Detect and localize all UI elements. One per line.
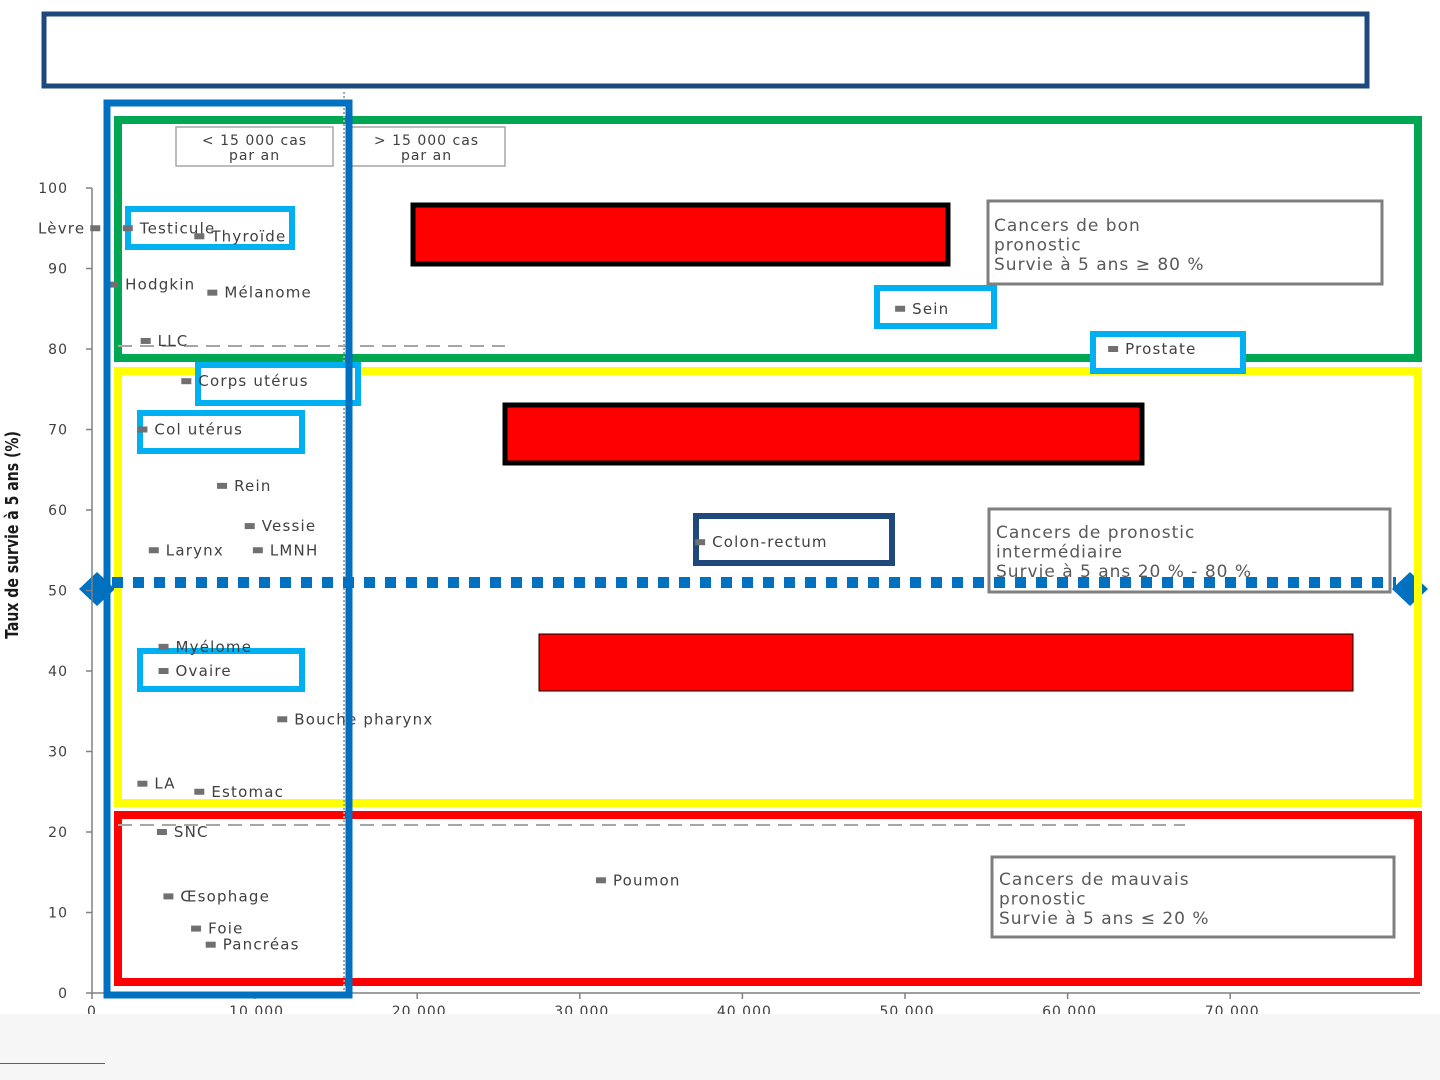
redacted-block-poor — [538, 633, 1354, 692]
y-tick-label: 10 — [48, 906, 68, 922]
data-point-testicule — [122, 225, 133, 232]
data-point-foie — [191, 925, 202, 932]
data-label-rein: Rein — [234, 477, 271, 495]
y-tick-label: 70 — [48, 423, 68, 439]
data-label-levre: Lèvre — [38, 219, 85, 237]
data-point-hodgkin — [108, 281, 119, 288]
data-point-la — [137, 780, 148, 787]
zone-legend-text-mauvais-line: Cancers de mauvais — [999, 870, 1190, 890]
data-point-levre — [90, 225, 101, 232]
zone-legend-text-intermediaire-line: intermédiaire — [996, 543, 1123, 563]
right-diamond-marker — [1392, 572, 1428, 606]
data-label-lmnh: LMNH — [270, 541, 319, 559]
y-tick-label: 40 — [48, 664, 68, 680]
zone-legend-box-mauvais — [990, 855, 1396, 939]
data-point-myelome — [158, 643, 169, 650]
threshold-label-line: < 15 000 cas — [202, 133, 307, 149]
y-tick-label: 20 — [48, 825, 68, 841]
title-frame — [41, 11, 1370, 89]
data-label-foie: Foie — [208, 920, 243, 938]
y-tick-label: 0 — [58, 986, 68, 1002]
data-point-col-uterus — [137, 426, 148, 433]
data-label-prostate: Prostate — [1125, 340, 1196, 358]
data-label-larynx: Larynx — [166, 541, 224, 559]
highlight-frame-prostate — [1090, 331, 1246, 374]
threshold-label-box-left — [175, 126, 334, 167]
data-label-bouche-pharynx: Bouche pharynx — [294, 710, 433, 728]
data-label-llc: LLC — [158, 332, 189, 350]
data-label-melanome: Mélanome — [224, 284, 312, 302]
data-label-myelome: Myélome — [176, 638, 253, 656]
data-label-estomac: Estomac — [211, 783, 284, 801]
data-label-poumon: Poumon — [613, 871, 681, 889]
y-tick-label: 60 — [48, 503, 68, 519]
data-label-testicule: Testicule — [139, 219, 216, 237]
footer-link-underline — [0, 1063, 105, 1064]
data-label-col-uterus: Col utérus — [154, 421, 243, 439]
highlight-frame-testicule — [125, 206, 295, 250]
data-point-larynx — [148, 547, 159, 554]
zone-legend-text-mauvais-line: Survie à 5 ans ≤ 20 % — [999, 909, 1210, 929]
data-point-bouche-pharynx — [277, 716, 288, 723]
data-label-vessie: Vessie — [262, 517, 317, 535]
zone-legend-text-mauvais-line: pronostic — [999, 890, 1087, 910]
data-point-thyroide — [194, 233, 205, 240]
data-point-ovaire — [158, 668, 169, 674]
data-point-prostate — [1108, 346, 1119, 352]
data-point-lmnh — [252, 547, 263, 554]
data-label-hodgkin: Hodgkin — [125, 276, 195, 294]
data-label-ovaire: Ovaire — [176, 662, 232, 680]
data-point-llc — [140, 337, 151, 344]
data-point-sein — [895, 305, 906, 312]
x-tick-label: 0 — [87, 1004, 97, 1020]
threshold-label-line: > 15 000 cas — [374, 133, 479, 149]
data-point-estomac — [194, 788, 205, 795]
data-point-vessie — [244, 523, 255, 530]
data-point-melanome — [207, 289, 218, 296]
y-axis-label: Taux de survie à 5 ans (%) — [1, 431, 22, 639]
threshold-label-line: par an — [229, 148, 280, 164]
zone-legend-text-bon-line: Cancers de bon — [994, 216, 1141, 236]
footer-strip — [0, 1014, 1440, 1080]
zone-legend-text-bon-line: Survie à 5 ans ≥ 80 % — [994, 255, 1205, 275]
redacted-block-good — [410, 202, 951, 267]
y-tick-label: 30 — [48, 745, 68, 761]
low-incidence-frame — [103, 99, 353, 999]
data-point-corps-uterus — [181, 378, 192, 385]
data-label-la: LA — [154, 775, 175, 793]
data-point-poumon — [595, 877, 606, 884]
data-point-snc — [156, 829, 167, 835]
data-label-colon-rectum: Colon-rectum — [712, 533, 828, 551]
zone-legend-text-intermediaire-line: Cancers de pronostic — [996, 523, 1195, 543]
zone-frame-bon — [114, 116, 1422, 362]
y-tick-label: 50 — [48, 584, 68, 600]
data-label-sein: Sein — [912, 300, 949, 318]
threshold-label-line: par an — [401, 148, 452, 164]
zone-legend-box-bon — [986, 199, 1384, 286]
zone-legend-text-bon-line: pronostic — [994, 236, 1082, 256]
data-point-rein — [217, 482, 228, 489]
data-point-oesophage — [163, 893, 174, 900]
data-label-pancreas: Pancréas — [223, 936, 300, 954]
highlight-frame-corps-uterus — [195, 362, 361, 406]
data-label-oesophage: Œsophage — [180, 887, 270, 905]
zone-frame-mauvais — [114, 811, 1422, 986]
data-label-snc: SNC — [174, 823, 209, 841]
data-point-pancreas — [205, 941, 216, 948]
data-label-corps-uterus: Corps utérus — [198, 372, 308, 390]
data-point-colon-rectum — [695, 539, 706, 546]
y-tick-label: 100 — [38, 181, 68, 197]
y-tick-label: 80 — [48, 342, 68, 358]
data-label-thyroide: Thyroïde — [210, 227, 286, 245]
y-tick-label: 90 — [48, 262, 68, 278]
redacted-block-intermediate — [502, 402, 1145, 466]
